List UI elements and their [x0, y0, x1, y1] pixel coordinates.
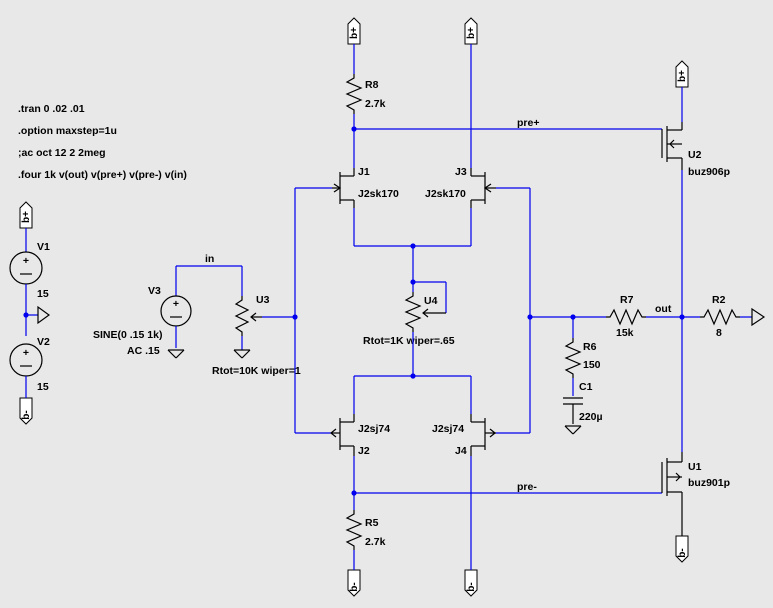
- directive-option[interactable]: .option maxstep=1u: [18, 125, 117, 137]
- r8-value: 2.7k: [365, 98, 386, 110]
- ground-arrow-icon: [37, 305, 51, 325]
- pot-u3[interactable]: U3 Rtot=10K wiper=1: [212, 294, 301, 377]
- flag-label: b+: [677, 70, 688, 82]
- flag-bplus-r8[interactable]: b+: [347, 17, 361, 45]
- net-label-pre-minus: pre-: [517, 481, 537, 493]
- flag-bminus-r5[interactable]: b-: [347, 569, 361, 597]
- net-label-out: out: [655, 303, 672, 315]
- u1-model: buz901p: [688, 477, 730, 489]
- resistor-r6[interactable]: R6 150: [564, 338, 601, 378]
- r6-name: R6: [583, 341, 597, 353]
- u3-value: Rtot=10K wiper=1: [212, 365, 301, 377]
- j2-name: J2: [358, 445, 370, 457]
- resistor-r5[interactable]: R5 2.7k: [345, 510, 386, 570]
- flag-bminus-u1[interactable]: b-: [675, 535, 689, 563]
- v3-name: V3: [148, 285, 161, 297]
- r5-name: R5: [365, 517, 379, 529]
- v3-value-line2: AC .15: [127, 345, 160, 357]
- r2-value: 8: [716, 327, 722, 339]
- flag-label: b-: [21, 410, 32, 419]
- mosfet-u1[interactable]: U1 buz901p: [661, 452, 730, 536]
- directive-ac-comment[interactable]: ;ac oct 12 2 2meg: [18, 147, 106, 159]
- j4-name: J4: [455, 445, 467, 457]
- directive-tran[interactable]: .tran 0 .02 .01: [18, 103, 85, 115]
- u4-value: Rtot=1K wiper=.65: [363, 335, 455, 347]
- resistor-r2[interactable]: R2 8: [700, 294, 740, 339]
- source-v1[interactable]: + V1 15: [9, 228, 50, 336]
- pot-u4[interactable]: U4 Rtot=1K wiper=.65: [363, 292, 455, 347]
- v3-value-line1: SINE(0 .15 1k): [93, 329, 162, 341]
- j4-model: J2sj74: [432, 423, 464, 435]
- flag-label: b-: [677, 548, 688, 557]
- j1-name: J1: [358, 166, 370, 178]
- r5-value: 2.7k: [365, 536, 386, 548]
- u2-name: U2: [688, 149, 702, 161]
- c1-value: 220µ: [579, 411, 603, 423]
- resistor-r7[interactable]: R7 15k: [606, 294, 646, 339]
- flag-bplus-v1[interactable]: b+: [19, 201, 33, 229]
- u3-name: U3: [256, 294, 270, 306]
- directive-four[interactable]: .four 1k v(out) v(pre+) v(pre-) v(in): [18, 169, 187, 181]
- flag-bminus-v2[interactable]: b-: [19, 397, 33, 425]
- r7-name: R7: [620, 294, 634, 306]
- v2-value: 15: [37, 381, 49, 393]
- flag-bminus-j4[interactable]: b-: [464, 569, 478, 597]
- j3-name: J3: [455, 166, 467, 178]
- c1-name: C1: [579, 381, 593, 393]
- j2-model: J2sj74: [358, 423, 390, 435]
- j3-model: J2sk170: [425, 188, 466, 200]
- j1-model: J2sk170: [358, 188, 399, 200]
- svg-text:+: +: [23, 347, 29, 359]
- net-label-in: in: [205, 253, 214, 265]
- u4-name: U4: [424, 295, 438, 307]
- jfet-j3[interactable]: J3 J2sk170: [425, 166, 496, 208]
- jfet-j1[interactable]: J1 J2sk170: [332, 166, 399, 208]
- svg-text:+: +: [23, 255, 29, 267]
- flag-label: b-: [466, 582, 477, 591]
- u2-model: buz906p: [688, 166, 730, 178]
- source-v2[interactable]: + V2 15: [9, 336, 50, 398]
- flag-label: b+: [21, 211, 32, 223]
- flag-bplus-j3[interactable]: b+: [464, 17, 478, 45]
- v1-name: V1: [37, 241, 50, 253]
- v2-name: V2: [37, 336, 50, 348]
- resistor-r8[interactable]: R8 2.7k: [345, 44, 386, 168]
- source-v3[interactable]: + V3 SINE(0 .15 1k) AC .15: [93, 266, 192, 359]
- r8-name: R8: [365, 79, 379, 91]
- spice-directives: .tran 0 .02 .01 .option maxstep=1u ;ac o…: [18, 103, 187, 181]
- ground-arrow-icon: [751, 307, 766, 327]
- flag-label: b-: [349, 582, 360, 591]
- svg-text:+: +: [173, 298, 179, 310]
- r7-value: 15k: [616, 327, 634, 339]
- mosfet-u2[interactable]: U2 buz906p: [661, 122, 730, 178]
- u1-name: U1: [688, 461, 702, 473]
- r6-value: 150: [583, 359, 601, 371]
- flag-label: b+: [466, 27, 477, 39]
- r2-name: R2: [712, 294, 726, 306]
- v1-v2-ground: [23, 305, 51, 325]
- flag-label: b+: [349, 27, 360, 39]
- flag-bplus-u2[interactable]: b+: [675, 60, 689, 88]
- jfet-j2[interactable]: J2sj74 J2: [330, 414, 390, 457]
- net-label-pre-plus: pre+: [517, 117, 539, 129]
- jfet-j4[interactable]: J2sj74 J4: [432, 414, 496, 457]
- capacitor-c1[interactable]: C1 220µ: [563, 381, 603, 435]
- v1-value: 15: [37, 288, 49, 300]
